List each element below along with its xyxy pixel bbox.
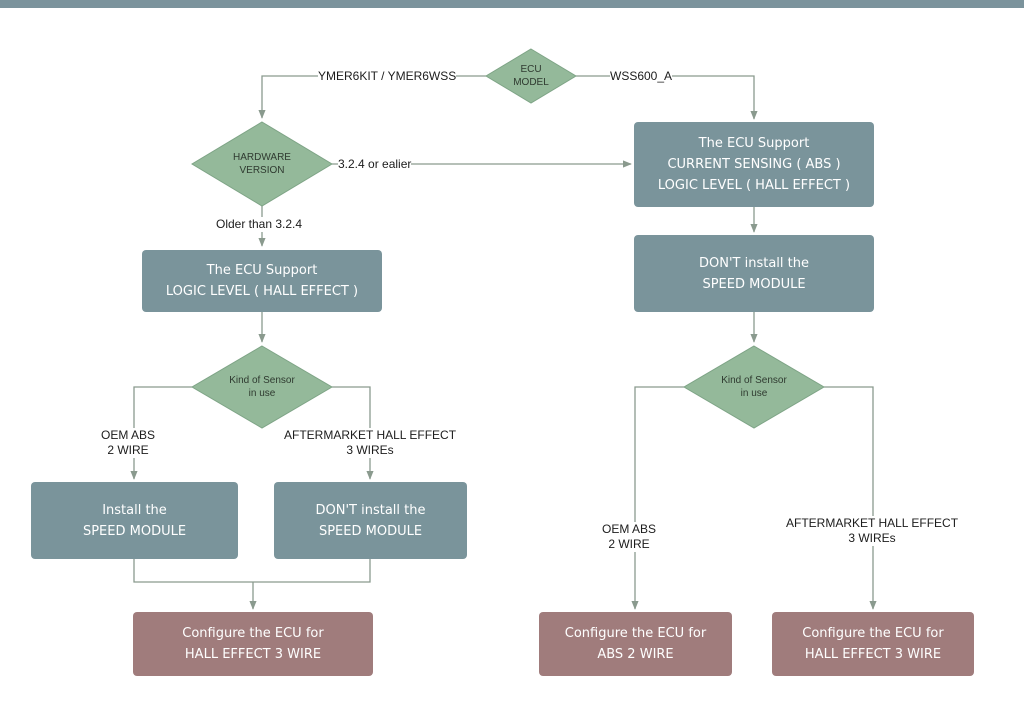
install-speed-module-box: Install the SPEED MODULE xyxy=(31,482,238,559)
config-hall-left-box: Configure the ECU for HALL EFFECT 3 WIRE xyxy=(133,612,373,676)
ecu-support-abs-hall-box: The ECU Support CURRENT SENSING ( ABS ) … xyxy=(634,122,874,207)
edge-after-right xyxy=(824,386,877,610)
decision-hardware-version xyxy=(191,121,333,207)
decision-ecu-model xyxy=(485,48,577,104)
top-bar xyxy=(0,0,1024,8)
edge-oem-right xyxy=(631,386,684,610)
config-hall-right-box: Configure the ECU for HALL EFFECT 3 WIRE xyxy=(772,612,974,676)
edge-label-hw-old: Older than 3.2.4 xyxy=(216,217,303,232)
edge-label-ymer: YMER6KIT / YMER6WSS xyxy=(318,69,457,84)
decision-sensor-left xyxy=(191,345,333,429)
decision-sensor-right xyxy=(683,345,825,429)
edge-label-hw-new: 3.2.4 or ealier xyxy=(338,157,412,172)
config-abs-right-box: Configure the ECU for ABS 2 WIRE xyxy=(539,612,732,676)
dont-install-left-box: DON'T install the SPEED MODULE xyxy=(274,482,467,559)
edge-merge-left xyxy=(133,559,371,583)
edge-label-wss: WSS600_A xyxy=(610,69,673,84)
ecu-support-hall-box: The ECU Support LOGIC LEVEL ( HALL EFFEC… xyxy=(142,250,382,312)
dont-install-right-box: DON'T install the SPEED MODULE xyxy=(634,235,874,312)
